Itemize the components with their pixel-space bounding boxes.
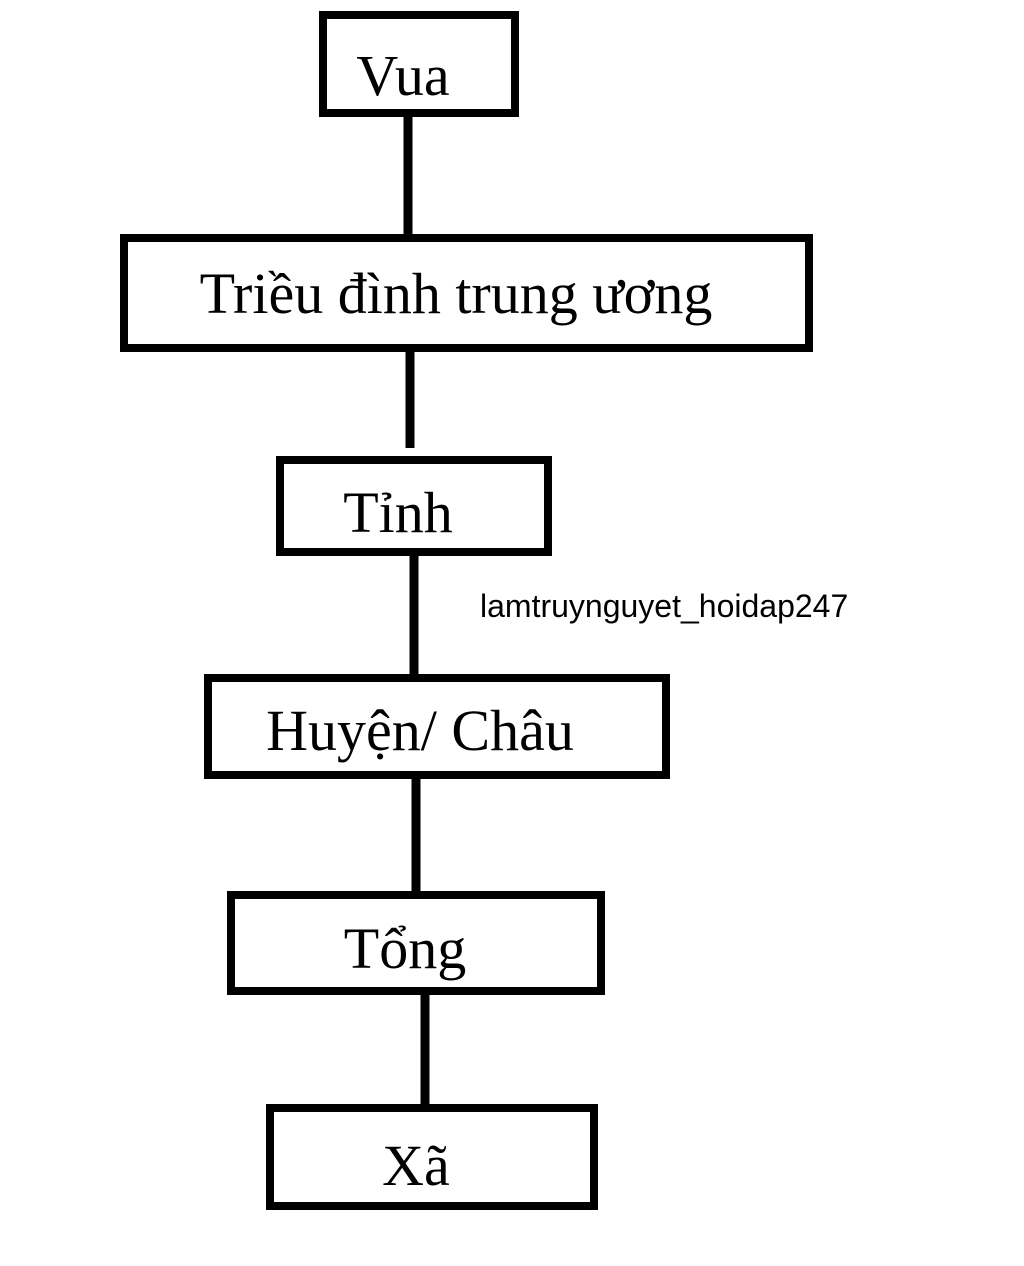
watermark-text: lamtruynguyet_hoidap247 <box>480 588 848 624</box>
node-trieu-dinh-label: Triều đình trung ương <box>200 261 713 326</box>
node-trieu-dinh: Triều đình trung ương <box>120 234 813 352</box>
node-xa: Xã <box>266 1104 598 1210</box>
node-vua: Vua <box>319 11 519 117</box>
node-tong: Tổng <box>227 891 605 995</box>
node-trieu-dinh-box <box>120 234 813 352</box>
node-vua-box <box>319 11 519 117</box>
node-tinh: Tỉnh <box>276 456 552 556</box>
node-huyen-chau-label: Huyện/ Châu <box>266 698 574 763</box>
node-huyen-chau-box <box>204 674 670 779</box>
node-xa-label: Xã <box>382 1133 450 1198</box>
node-huyen-chau: Huyện/ Châu <box>204 674 670 779</box>
node-vua-label: Vua <box>356 43 449 108</box>
node-tong-box <box>227 891 605 995</box>
node-xa-box <box>266 1104 598 1210</box>
node-tong-label: Tổng <box>344 916 466 981</box>
node-tinh-label: Tỉnh <box>343 480 453 545</box>
node-tinh-box <box>276 456 552 556</box>
